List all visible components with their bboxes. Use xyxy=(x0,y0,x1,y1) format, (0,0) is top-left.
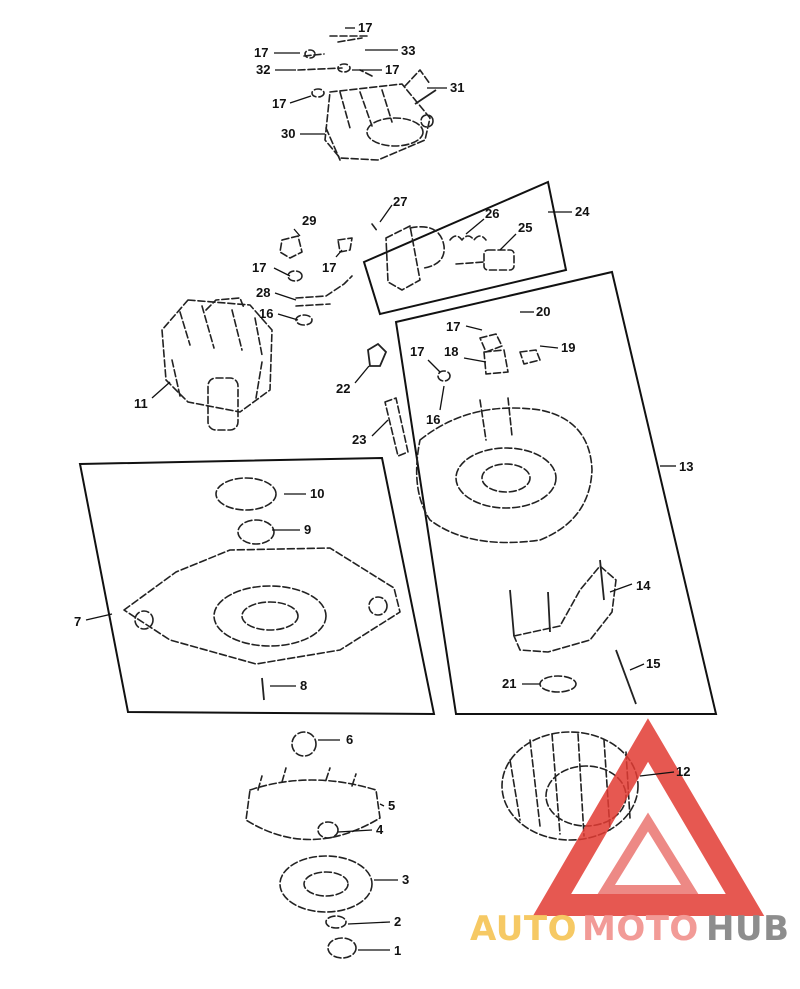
callout-32: 32 xyxy=(256,62,270,77)
watermark-text-auto: AUTO xyxy=(470,909,577,949)
callout-17a: 17 xyxy=(358,20,372,35)
callout-4: 4 xyxy=(376,822,384,837)
callout-7: 7 xyxy=(74,614,81,629)
callout-29: 29 xyxy=(302,213,316,228)
callout-20: 20 xyxy=(536,304,550,319)
callout-9: 9 xyxy=(304,522,311,537)
callout-22: 22 xyxy=(336,381,350,396)
callout-28: 28 xyxy=(256,285,270,300)
callout-33: 33 xyxy=(401,43,415,58)
callout-17e: 17 xyxy=(252,260,266,275)
callout-21: 21 xyxy=(502,676,516,691)
callout-12: 12 xyxy=(676,764,690,779)
callout-2: 2 xyxy=(394,914,401,929)
part-pulley-stack xyxy=(245,731,381,959)
part-center-small xyxy=(279,235,409,457)
callout-11: 11 xyxy=(134,396,148,411)
callout-17c: 17 xyxy=(385,62,399,77)
box-13 xyxy=(394,270,718,715)
part-top-regulator xyxy=(297,35,437,161)
part-rotor xyxy=(161,297,273,431)
callout-14: 14 xyxy=(636,578,651,593)
callout-8: 8 xyxy=(300,678,307,693)
callout-26: 26 xyxy=(485,206,499,221)
callout-15: 15 xyxy=(646,656,660,671)
callout-3: 3 xyxy=(402,872,409,887)
callout-27: 27 xyxy=(393,194,407,209)
watermark-logo: AUTO MOTO HUB xyxy=(470,718,789,949)
callout-16a: 16 xyxy=(259,306,273,321)
watermark-text-moto: MOTO xyxy=(582,909,699,949)
callout-5: 5 xyxy=(388,798,395,813)
callout-17f: 17 xyxy=(322,260,336,275)
callout-24: 24 xyxy=(575,204,590,219)
callout-1: 1 xyxy=(394,943,401,958)
callout-13: 13 xyxy=(679,459,693,474)
callout-17d: 17 xyxy=(272,96,286,111)
callout-6: 6 xyxy=(346,732,353,747)
callout-16b: 16 xyxy=(426,412,440,427)
callout-23: 23 xyxy=(352,432,366,447)
box-7 xyxy=(78,456,436,716)
callout-10: 10 xyxy=(310,486,324,501)
callouts: 17 17 33 32 17 31 17 30 24 27 26 25 29 1… xyxy=(74,20,693,958)
watermark-text-hub: HUB xyxy=(706,909,789,949)
callout-25: 25 xyxy=(518,220,532,235)
box-24 xyxy=(362,180,568,316)
watermark-triangle xyxy=(532,718,765,916)
callout-30: 30 xyxy=(281,126,295,141)
callout-19: 19 xyxy=(561,340,575,355)
callout-31: 31 xyxy=(450,80,464,95)
callout-17g: 17 xyxy=(446,319,460,334)
callout-17h: 17 xyxy=(410,344,424,359)
callout-18: 18 xyxy=(444,344,458,359)
callout-17b: 17 xyxy=(254,45,268,60)
